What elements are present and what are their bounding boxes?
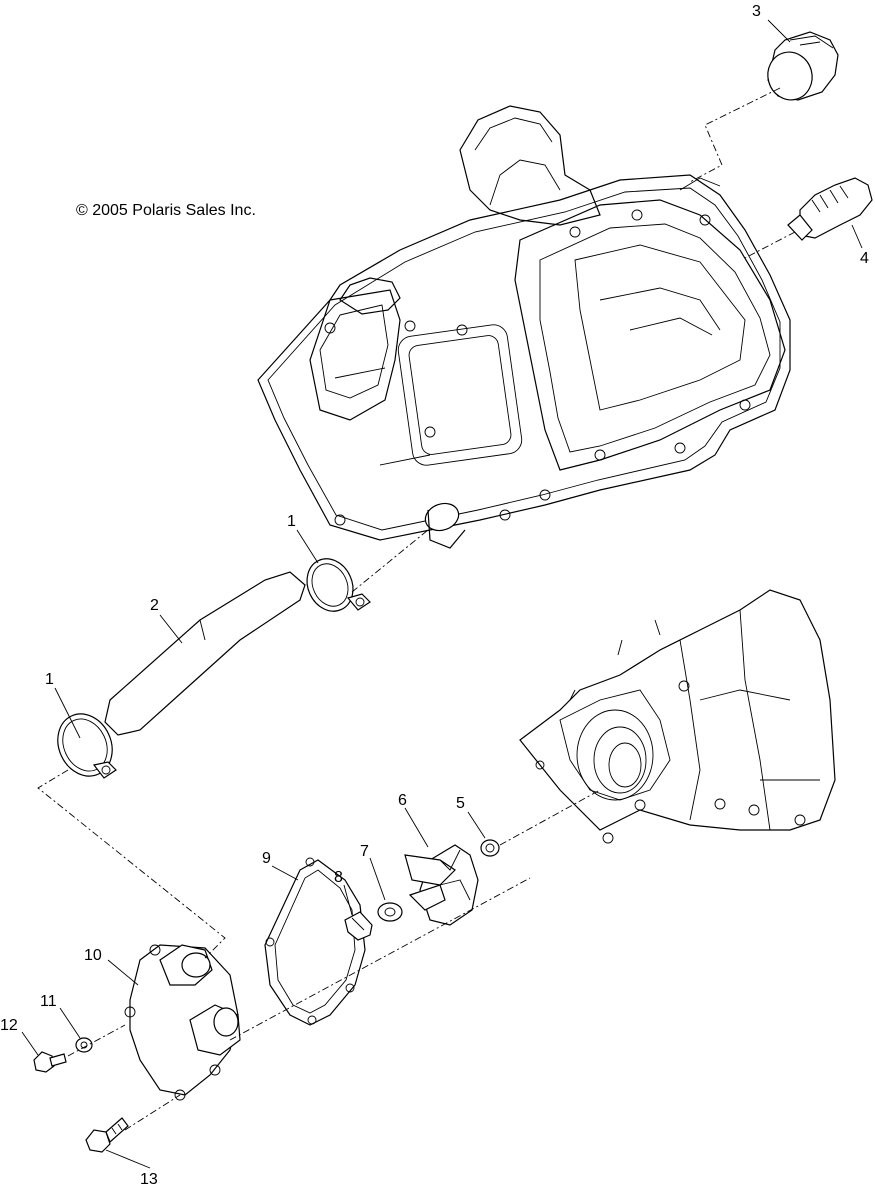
bolt-long-part-13 [85,1117,129,1153]
callout-8: 8 [334,869,343,886]
water-pump-cover-part-10 [124,944,241,1101]
callout-12: 12 [0,1017,18,1034]
hose-clamp-upper-part-1 [306,558,371,612]
callout-9: 9 [262,850,271,867]
gasket-part-9 [264,857,366,1026]
callout-4: 4 [860,250,869,267]
coolant-hose-part-2 [104,571,306,736]
copyright-notice: © 2005 Polaris Sales Inc. [76,202,256,219]
callout-1-upper: 1 [287,513,296,530]
crankcase-assembly [519,589,836,844]
callout-6: 6 [398,792,407,809]
thermostat-cap-part-3 [767,31,839,101]
callout-1-lower: 1 [45,671,54,688]
drain-plug-part-8 [344,911,373,941]
callout-labels: 1 1 2 3 4 5 6 7 8 9 10 11 12 13 [0,3,869,1185]
callout-5: 5 [456,795,465,812]
callout-10: 10 [84,947,102,964]
nut-part-5 [480,839,500,857]
assembly-centerlines [37,87,796,1131]
leader-lines [21,19,863,1169]
callout-7: 7 [360,843,369,860]
washer-part-7 [377,902,403,922]
impeller-part-6 [404,844,479,926]
callout-11: 11 [40,993,57,1010]
temperature-sensor-part-4 [787,177,873,241]
hose-clamp-lower-part-1 [57,713,117,779]
cylinder-head-assembly [257,105,791,549]
bolt-short-part-12 [33,1051,67,1073]
callout-13: 13 [140,1171,158,1185]
callout-3: 3 [752,3,761,20]
callout-2: 2 [150,597,159,614]
washer-part-11 [75,1037,93,1053]
